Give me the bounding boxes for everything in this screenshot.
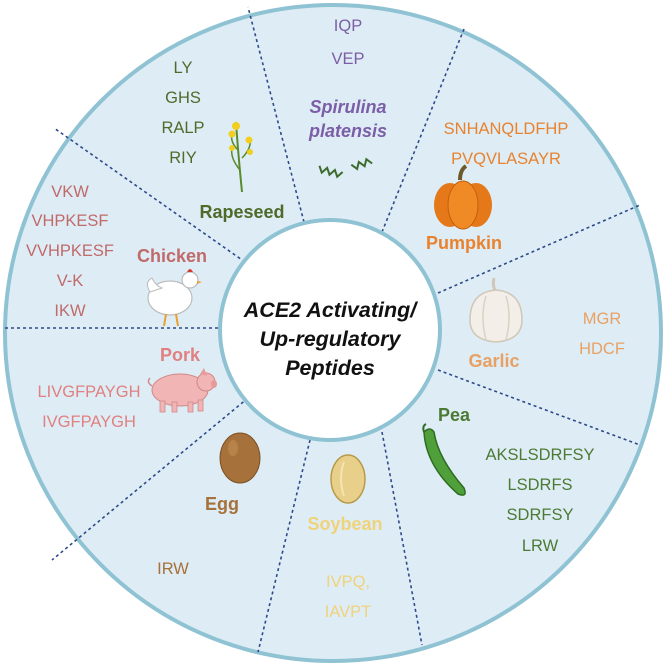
divider-pea-soybean — [381, 431, 423, 646]
source-label-soybean: Soybean — [307, 514, 382, 534]
source-label-garlic: Garlic — [468, 351, 519, 371]
pumpkin-icon — [434, 164, 492, 230]
sector-garlic: Garlic MGR HDCF — [468, 277, 625, 371]
soybean-icon — [330, 454, 366, 504]
egg-icon — [219, 432, 261, 484]
peptide-ivgfpaygh: IVGFPAYGH — [42, 413, 136, 431]
peptide-ghs: GHS — [165, 89, 201, 107]
peptide-iavpt: IAVPT — [325, 603, 371, 621]
sector-pumpkin: SNHANQLDFHP PVQVLASAYR Pumpkin — [426, 120, 568, 253]
peptide-sdrfsy: SDRFSY — [507, 506, 574, 524]
peptide-vkw: VKW — [51, 183, 89, 201]
source-label-egg: Egg — [205, 494, 239, 514]
peptide-vep: VEP — [331, 50, 364, 68]
pig-icon — [147, 368, 217, 413]
peptide-pvqvlasayr: PVQVLASAYR — [451, 150, 561, 168]
peptide-vvhpkesf: VVHPKESF — [26, 242, 114, 260]
sector-spirulina: IQP VEP Spirulina platensis — [308, 17, 387, 179]
peptide-ikw: IKW — [54, 302, 86, 320]
sector-rapeseed: LY GHS RALP RIY Rapeseed — [161, 59, 284, 222]
center-title-line-2: Up-regulatory — [260, 327, 402, 351]
peptide-riy: RIY — [169, 149, 197, 167]
divider-chicken-rapeseed — [53, 127, 246, 263]
peptide-lsdrfs: LSDRFS — [507, 476, 572, 494]
divider-egg-pork — [51, 397, 249, 561]
center-title-line-1: ACE2 Activating/ — [243, 298, 418, 322]
sector-pea: Pea AKSLSDRFSY LSDRFS SDRFSY LRW — [422, 405, 595, 555]
divider-soybean-egg — [257, 439, 311, 653]
sector-soybean: Soybean IVPQ, IAVPT — [307, 454, 383, 621]
center-title-line-3: Peptides — [285, 356, 375, 380]
sector-chicken: VKW VHPKESF VVHPKESF V-K IKW Chicken — [26, 183, 207, 327]
peptide-v-k: V-K — [57, 272, 84, 290]
peptide-ralp: RALP — [161, 119, 204, 137]
chicken-icon — [146, 269, 202, 327]
rapeseed-icon — [228, 121, 253, 193]
sector-pork: Pork LIVGFPAYGH IVGFPAYGH — [38, 345, 217, 431]
pea-icon — [422, 423, 466, 496]
peptide-iqp: IQP — [334, 17, 362, 35]
sector-dividers — [5, 6, 641, 653]
peptide-mgr: MGR — [583, 310, 622, 328]
peptide-lrw: LRW — [522, 537, 559, 555]
source-label-pea: Pea — [438, 405, 471, 425]
source-label-chicken: Chicken — [137, 246, 207, 266]
peptide-akslsdrfsy: AKSLSDRFSY — [485, 446, 594, 464]
peptide-ly: LY — [174, 59, 193, 77]
peptide-snhanqldfhp: SNHANQLDFHP — [444, 120, 569, 138]
peptide-irw: IRW — [157, 560, 189, 578]
divider-spirulina-pumpkin — [381, 28, 465, 233]
center-circle — [218, 218, 442, 442]
peptide-ivpq: IVPQ, — [326, 573, 370, 591]
source-label-spirulina-2: platensis — [308, 121, 387, 141]
garlic-icon — [469, 277, 523, 343]
source-label-rapeseed: Rapeseed — [199, 202, 284, 222]
peptide-vhpkesf: VHPKESF — [31, 212, 108, 230]
peptide-hdcf: HDCF — [579, 340, 625, 358]
peptide-livgfpaygh: LIVGFPAYGH — [38, 383, 141, 401]
divider-rapeseed-spirulina — [247, 6, 305, 223]
source-label-spirulina-1: Spirulina — [309, 97, 386, 117]
source-label-pork: Pork — [160, 345, 201, 365]
sector-egg: Egg IRW — [157, 432, 261, 578]
spirulina-icon — [318, 157, 373, 179]
source-label-pumpkin: Pumpkin — [426, 233, 502, 253]
divider-pumpkin-garlic — [437, 204, 641, 294]
